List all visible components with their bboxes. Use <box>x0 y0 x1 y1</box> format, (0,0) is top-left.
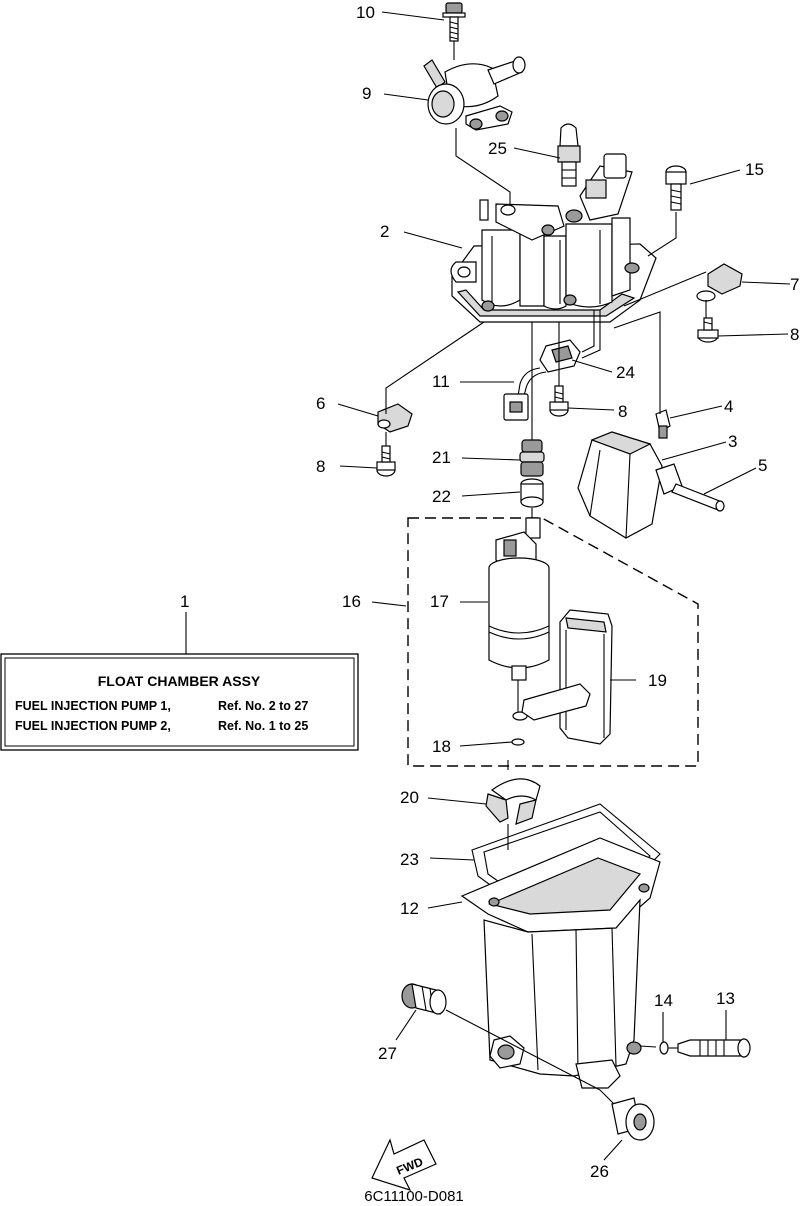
part-19-filter <box>521 609 613 745</box>
callout-19: 19 <box>648 671 667 690</box>
callout-11: 11 <box>432 372 450 391</box>
callout-10: 10 <box>356 3 375 22</box>
callout-12: 12 <box>400 899 419 918</box>
callout-26: 26 <box>590 1162 609 1181</box>
part-25-fitting <box>557 123 581 187</box>
drawing-code: 6C11100-D081 <box>364 1188 464 1205</box>
callout-13: 13 <box>716 989 735 1008</box>
callout-4: 4 <box>724 397 733 416</box>
part-8-screw-middle <box>549 385 569 417</box>
callout-8-left: 8 <box>316 457 325 476</box>
callout-18: 18 <box>432 737 451 756</box>
part-16-assy-boundary <box>407 517 699 767</box>
callout-8-middle: 8 <box>618 402 627 421</box>
callout-2: 2 <box>380 222 389 241</box>
title-box-title: FLOAT CHAMBER ASSY <box>98 673 261 689</box>
callout-8-right: 8 <box>790 325 799 344</box>
callout-5: 5 <box>758 456 767 475</box>
part-7-clip <box>696 263 743 302</box>
part-9-pressure-regulator <box>423 56 526 131</box>
part-12-float-chamber <box>460 837 661 1089</box>
part-21-grommet <box>519 439 545 477</box>
leader-lines <box>185 11 791 1161</box>
callout-numbers: 10 9 25 15 2 7 8 6 11 24 8 4 3 5 8 21 22… <box>180 3 799 1181</box>
callout-3: 3 <box>728 432 737 451</box>
part-13-drain-screw <box>677 1038 751 1058</box>
callout-14: 14 <box>654 991 673 1010</box>
callout-7: 7 <box>790 275 799 294</box>
callout-23: 23 <box>400 850 419 869</box>
part-27-plug <box>401 983 447 1015</box>
part-14-o-ring <box>659 1041 669 1055</box>
title-box-row1-pump: FUEL INJECTION PUMP 1, <box>15 699 171 713</box>
callout-22: 22 <box>432 487 451 506</box>
part-8-screw-right <box>697 317 719 343</box>
part-5-pin <box>671 483 725 512</box>
callout-21: 21 <box>432 448 451 467</box>
callout-27: 27 <box>378 1044 397 1063</box>
part-22-bushing <box>520 478 544 508</box>
callout-17: 17 <box>430 592 449 611</box>
title-box-row1-refs: Ref. No. 2 to 27 <box>218 699 308 713</box>
callout-24: 24 <box>616 363 635 382</box>
callout-16: 16 <box>342 592 361 611</box>
callout-1: 1 <box>180 592 189 611</box>
callout-15: 15 <box>745 160 764 179</box>
part-6-clip <box>377 403 413 433</box>
part-3-cover <box>577 431 683 539</box>
part-8-screw-left <box>376 445 396 477</box>
part-10-bolt <box>442 2 466 52</box>
part-15-screw <box>665 165 687 211</box>
part-24-clamp <box>539 310 601 373</box>
part-4-terminal <box>655 409 671 439</box>
part-26-bolt <box>611 1097 655 1141</box>
part-17-fuel-pump <box>488 517 550 681</box>
callout-25: 25 <box>488 139 507 158</box>
title-box: FLOAT CHAMBER ASSY FUEL INJECTION PUMP 1… <box>0 653 359 751</box>
fwd-arrow-icon: FWD <box>371 1138 437 1191</box>
callout-20: 20 <box>400 788 419 807</box>
callout-6: 6 <box>316 394 325 413</box>
title-box-row2-pump: FUEL INJECTION PUMP 2, <box>15 719 171 733</box>
part-20-spacer <box>485 778 541 825</box>
assembly-lines <box>385 52 707 1105</box>
part-18-clip <box>511 680 528 746</box>
title-box-row2-refs: Ref. No. 1 to 25 <box>218 719 308 733</box>
part-2-pump-cover <box>450 153 657 323</box>
part-11-lead <box>503 367 547 421</box>
callout-9: 9 <box>362 84 371 103</box>
